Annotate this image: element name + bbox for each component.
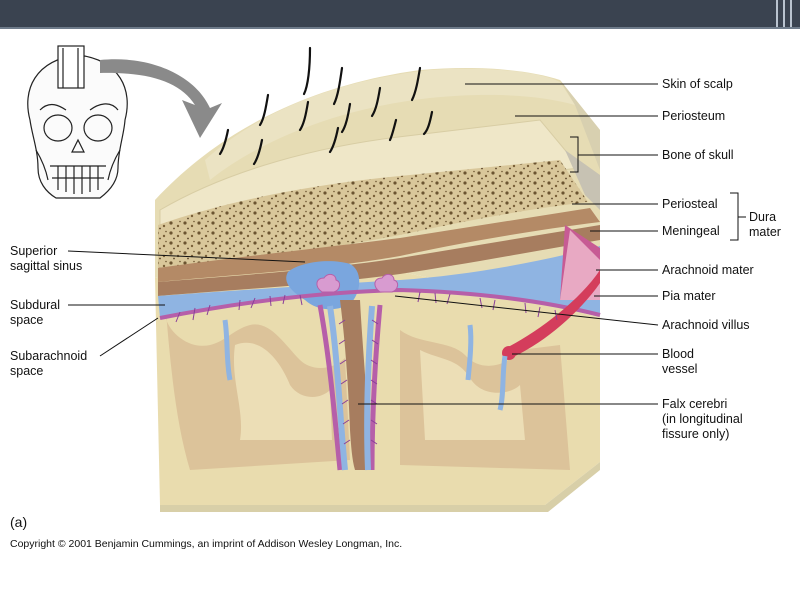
slide-header-rule <box>0 27 800 29</box>
slide-header-bar <box>0 0 800 27</box>
figure-part-label: (a) <box>10 514 28 530</box>
label-subdural-line2: space <box>10 313 44 327</box>
label-falx-line2: (in longitudinal <box>662 412 743 426</box>
label-superior-line2: sagittal sinus <box>10 259 83 273</box>
leader-lines <box>67 83 746 405</box>
slide-header-ticks <box>770 0 800 27</box>
label-arachnoid-mater: Arachnoid mater <box>662 263 754 277</box>
label-bone-of-skull: Bone of skull <box>662 148 734 162</box>
label-blood-line1: Blood <box>662 347 694 361</box>
arachnoid-villi <box>316 273 399 293</box>
label-blood-line2: vessel <box>662 362 698 376</box>
label-mater: mater <box>749 225 781 239</box>
label-periosteum: Periosteum <box>662 109 726 123</box>
skull-icon <box>27 45 128 199</box>
label-superior-line1: Superior <box>10 244 58 258</box>
sulci <box>222 319 508 411</box>
block-front-face <box>155 265 600 512</box>
label-falx-line3: fissure only) <box>662 427 730 441</box>
label-subarachnoid-line2: space <box>10 364 44 378</box>
layer-stack <box>155 68 601 360</box>
label-pia-mater: Pia mater <box>662 289 716 303</box>
label-subarachnoid-line1: Subarachnoid <box>10 349 88 363</box>
label-periosteal: Periosteal <box>662 197 718 211</box>
direction-arrow <box>100 59 222 138</box>
label-skin-of-scalp: Skin of scalp <box>662 77 733 91</box>
label-arachnoid-villus: Arachnoid villus <box>662 318 750 332</box>
falx-cerebri <box>317 300 383 471</box>
label-falx-line1: Falx cerebri <box>662 397 728 411</box>
copyright-notice: Copyright © 2001 Benjamin Cummings, an i… <box>10 538 403 550</box>
label-meningeal: Meningeal <box>662 224 720 238</box>
scalp-hairs <box>218 46 434 166</box>
label-subdural-line1: Subdural <box>10 298 61 312</box>
label-dura: Dura <box>749 210 777 224</box>
